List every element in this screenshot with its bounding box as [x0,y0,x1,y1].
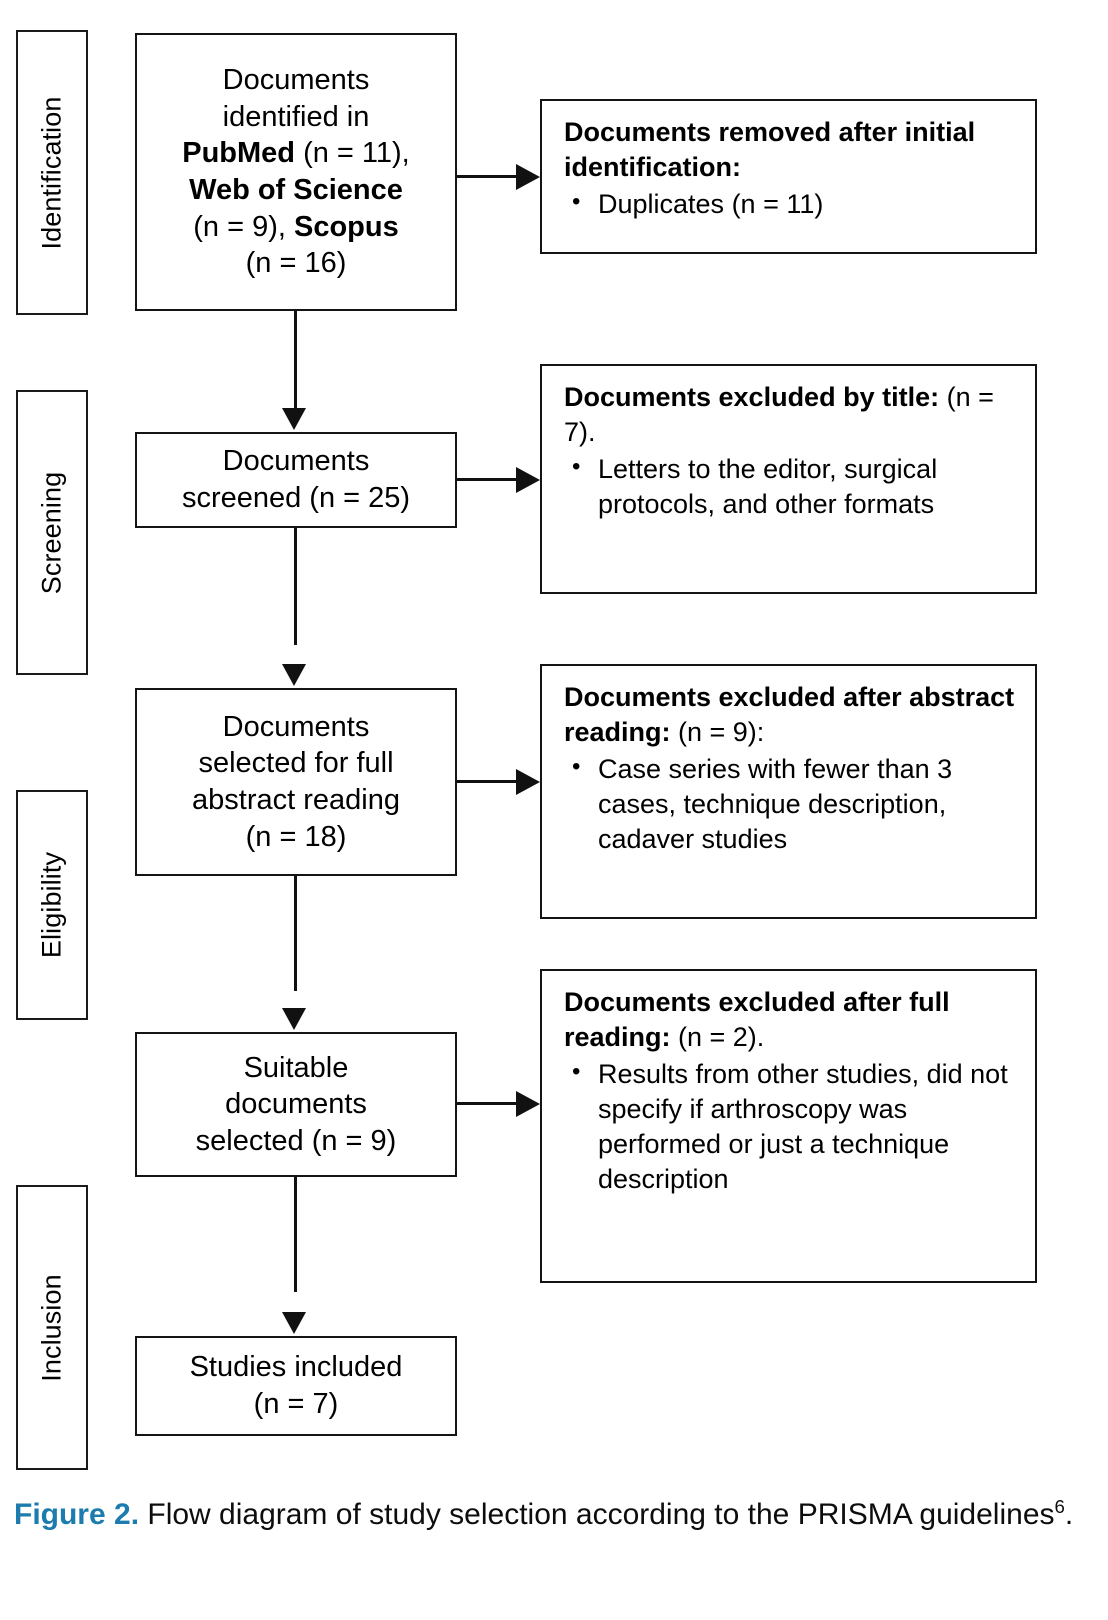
abstract-line3: abstract reading [192,784,400,816]
suitable-line2: documents [225,1088,367,1121]
connector-line [294,876,297,991]
connector-line [457,780,519,783]
suitable-line1: Suitable [243,1051,349,1084]
arrow-head-right-icon [516,769,540,795]
included-line2: (n = 7) [253,1388,339,1420]
excluded-full-title: Documents excluded after full reading: (… [564,985,1019,1055]
connector-line [457,478,519,481]
box-documents-excluded-after-abstract: Documents excluded after abstract readin… [540,664,1037,919]
arrow-head-right-icon [516,467,540,493]
included-line1: Studies included [189,1351,403,1384]
excluded-title-title: Documents excluded by title: (n = 7). [564,380,1019,450]
figure-caption-text: Flow diagram of study selection accordin… [139,1498,1055,1531]
screened-line2: screened (n = 25) [181,482,411,514]
node-studies-included: Studies included (n = 7) [135,1336,457,1436]
arrow-head-down-icon [282,1312,306,1334]
suitable-line3: selected (n = 9) [195,1124,397,1157]
removed-initial-list: Duplicates (n = 11) [564,186,1019,222]
node-documents-identified-text: Documents identified in PubMed (n = 11),… [174,62,418,281]
stage-label-inclusion: Inclusion [36,1273,67,1382]
identified-line1: Documents [222,64,370,97]
connector-line [294,311,297,411]
stage-label-identification: Identification [36,96,67,249]
node-documents-identified: Documents identified in PubMed (n = 11),… [135,33,457,311]
screened-line1: Documents [222,445,370,478]
stage-box-screening: Screening [16,390,88,675]
identified-source-scopus: Scopus [294,210,399,243]
node-suitable-documents-text: Suitable documents selected (n = 9) [188,1050,405,1160]
removed-initial-title-bold: Documents removed after initial identifi… [564,117,976,183]
stage-label-screening: Screening [36,471,67,594]
excluded-abstract-title-regular: (n = 9): [670,717,765,748]
connector-line [457,1102,519,1105]
abstract-line1: Documents [222,710,370,743]
excluded-full-title-bold: Documents excluded after full reading: [564,987,950,1053]
figure-caption-period: . [1064,1498,1074,1531]
abstract-line4: (n = 18) [245,820,347,853]
abstract-line2: selected for full [198,747,394,780]
identified-source-wos: Web of Science [189,174,403,206]
node-documents-screened: Documents screened (n = 25) [135,432,457,528]
identified-wos-count: (n = 9), [193,210,294,243]
identified-scopus-count: (n = 16) [245,247,347,280]
excluded-title-list: Letters to the editor, surgical protocol… [564,451,1019,522]
identified-source-pubmed: PubMed [182,137,296,170]
stage-box-eligibility: Eligibility [16,790,88,1020]
removed-initial-title: Documents removed after initial identifi… [564,115,1019,185]
arrow-head-right-icon [516,164,540,190]
node-suitable-documents: Suitable documents selected (n = 9) [135,1032,457,1177]
node-documents-screened-text: Documents screened (n = 25) [174,443,418,516]
figure-caption-label: Figure 2. [14,1498,140,1531]
identified-line2: identified in [222,100,370,133]
excluded-title-title-bold: Documents excluded by title: [564,382,940,412]
stage-box-identification: Identification [16,30,88,315]
figure-caption: Figure 2. Flow diagram of study selectio… [14,1495,1074,1535]
stage-box-inclusion: Inclusion [16,1185,88,1470]
connector-line [294,528,297,645]
list-item: Results from other studies, did not spec… [564,1056,1019,1197]
node-studies-included-text: Studies included (n = 7) [182,1349,411,1422]
stage-label-eligibility: Eligibility [36,851,67,959]
excluded-abstract-title: Documents excluded after abstract readin… [564,680,1019,750]
arrow-head-right-icon [516,1091,540,1117]
excluded-abstract-list: Case series with fewer than 3 cases, tec… [564,751,1019,857]
list-item: Case series with fewer than 3 cases, tec… [564,751,1019,857]
excluded-full-title-regular: (n = 2). [670,1022,765,1053]
list-item: Duplicates (n = 11) [564,186,1019,222]
excluded-full-list: Results from other studies, did not spec… [564,1056,1019,1197]
arrow-head-down-icon [282,664,306,686]
node-selected-full-abstract-text: Documents selected for full abstract rea… [184,709,408,855]
excluded-abstract-title-bold: Documents excluded after abstract readin… [564,682,1015,748]
figure-caption-superscript: 6 [1054,1496,1065,1517]
connector-line [457,175,519,178]
arrow-head-down-icon [282,1008,306,1030]
node-selected-full-abstract: Documents selected for full abstract rea… [135,688,457,876]
box-documents-removed-initial: Documents removed after initial identifi… [540,99,1037,254]
arrow-head-down-icon [282,408,306,430]
list-item: Letters to the editor, surgical protocol… [564,451,1019,522]
connector-line [294,1177,297,1292]
identified-pubmed-count: (n = 11), [295,137,410,170]
box-documents-excluded-by-title: Documents excluded by title: (n = 7). Le… [540,364,1037,594]
excluded-title-title-regular: (n = 7). [564,382,994,448]
box-documents-excluded-after-full-reading: Documents excluded after full reading: (… [540,969,1037,1283]
